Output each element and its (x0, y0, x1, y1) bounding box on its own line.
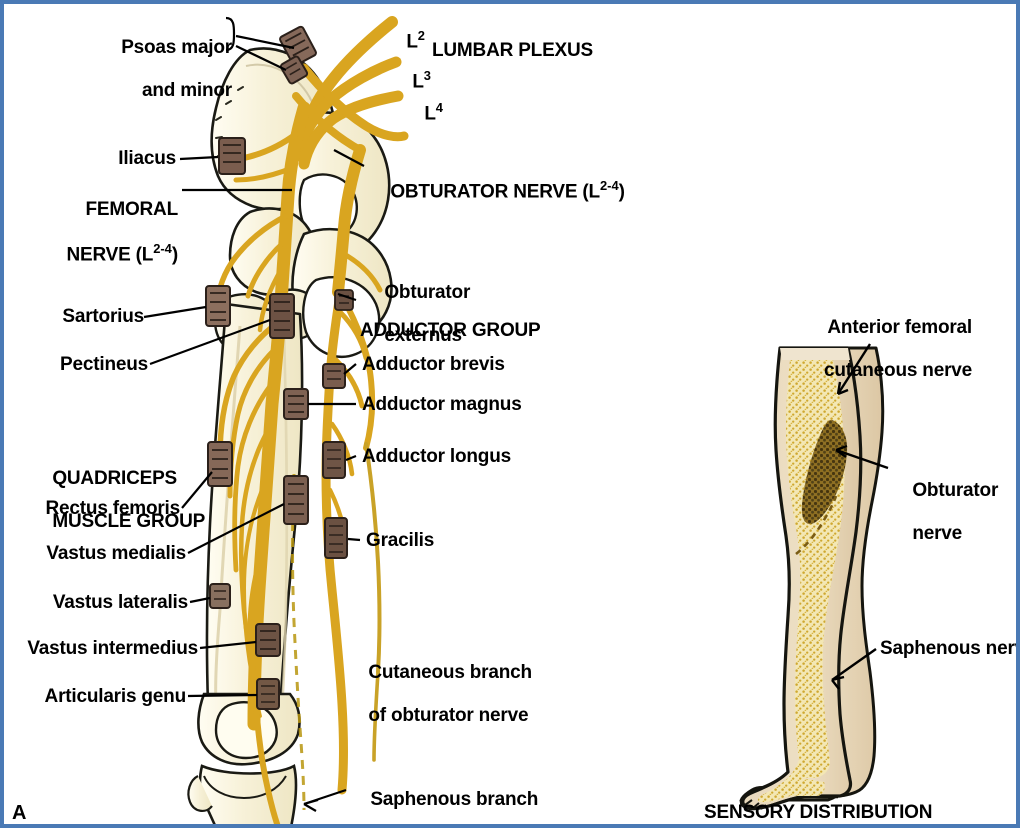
label-vastus-lateralis: Vastus lateralis (52, 592, 188, 613)
label-pectineus: Pectineus (60, 354, 148, 375)
label-femoral-nerve: FEMORAL NERVE (L2-4) (66, 199, 178, 266)
figure-letter-A: A (12, 802, 27, 824)
label-sartorius: Sartorius (62, 306, 144, 327)
leader-lines-sensory (831, 343, 889, 690)
label-vastus-intermedius: Vastus intermedius (27, 638, 198, 659)
label-obturator-nerve: OBTURATOR NERVE (L2-4) (390, 178, 625, 203)
caption-sensory-distribution: SENSORY DISTRIBUTION (704, 802, 933, 823)
label-spinal-root-L4: L4 (424, 100, 443, 125)
label-adductor-longus: Adductor longus (362, 446, 511, 467)
label-psoas-major-and-minor: Psoas major and minor (121, 37, 232, 101)
label-spinal-root-L3: L3 (412, 68, 431, 93)
label-obturator-nerve-sensory: Obturator nerve (912, 480, 999, 544)
label-saphenous-branch-of-femoral-nerve: Saphenous branch of femoral nerve (370, 789, 539, 811)
femoral-nerve-superscript: 2-4 (153, 240, 172, 256)
heading-lumbar-plexus: LUMBAR PLEXUS (432, 40, 594, 61)
label-gracilis: Gracilis (366, 530, 435, 551)
obturator-nerve-superscript: 2-4 (599, 178, 619, 194)
label-rectus-femoris: Rectus femoris (45, 498, 181, 519)
leader-lines-right (303, 149, 365, 812)
leader-lines-left (143, 16, 295, 698)
label-anterior-femoral-cutaneous-nerve: Anterior femoral cutaneous nerve (824, 317, 972, 381)
label-articularis-genu: Articularis genu (44, 686, 187, 707)
nerve-hidden-paths (291, 473, 306, 811)
label-iliacus: Iliacus (118, 148, 176, 169)
sensory-leg-group (739, 346, 885, 811)
heading-adductor-group: ADDUCTOR GROUP (360, 320, 541, 341)
label-adductor-magnus: Adductor magnus (362, 394, 522, 415)
label-quadriceps-muscle-group: QUADRICEPS MUSCLE GROUP (52, 468, 206, 532)
label-saphenous-nerve-sensory: Saphenous nerve (880, 638, 1020, 659)
label-vastus-medialis: Vastus medialis (46, 543, 186, 564)
label-adductor-brevis: Adductor brevis (362, 354, 505, 375)
muscle-attachment-markers (205, 25, 354, 710)
label-spinal-root-L2: L2 (406, 28, 425, 53)
label-obturator-externus: Obturator externus (384, 282, 471, 346)
anatomy-illustration (143, 16, 889, 824)
label-cutaneous-branch-of-obturator-nerve: Cutaneous branch of obturator nerve (368, 662, 532, 726)
